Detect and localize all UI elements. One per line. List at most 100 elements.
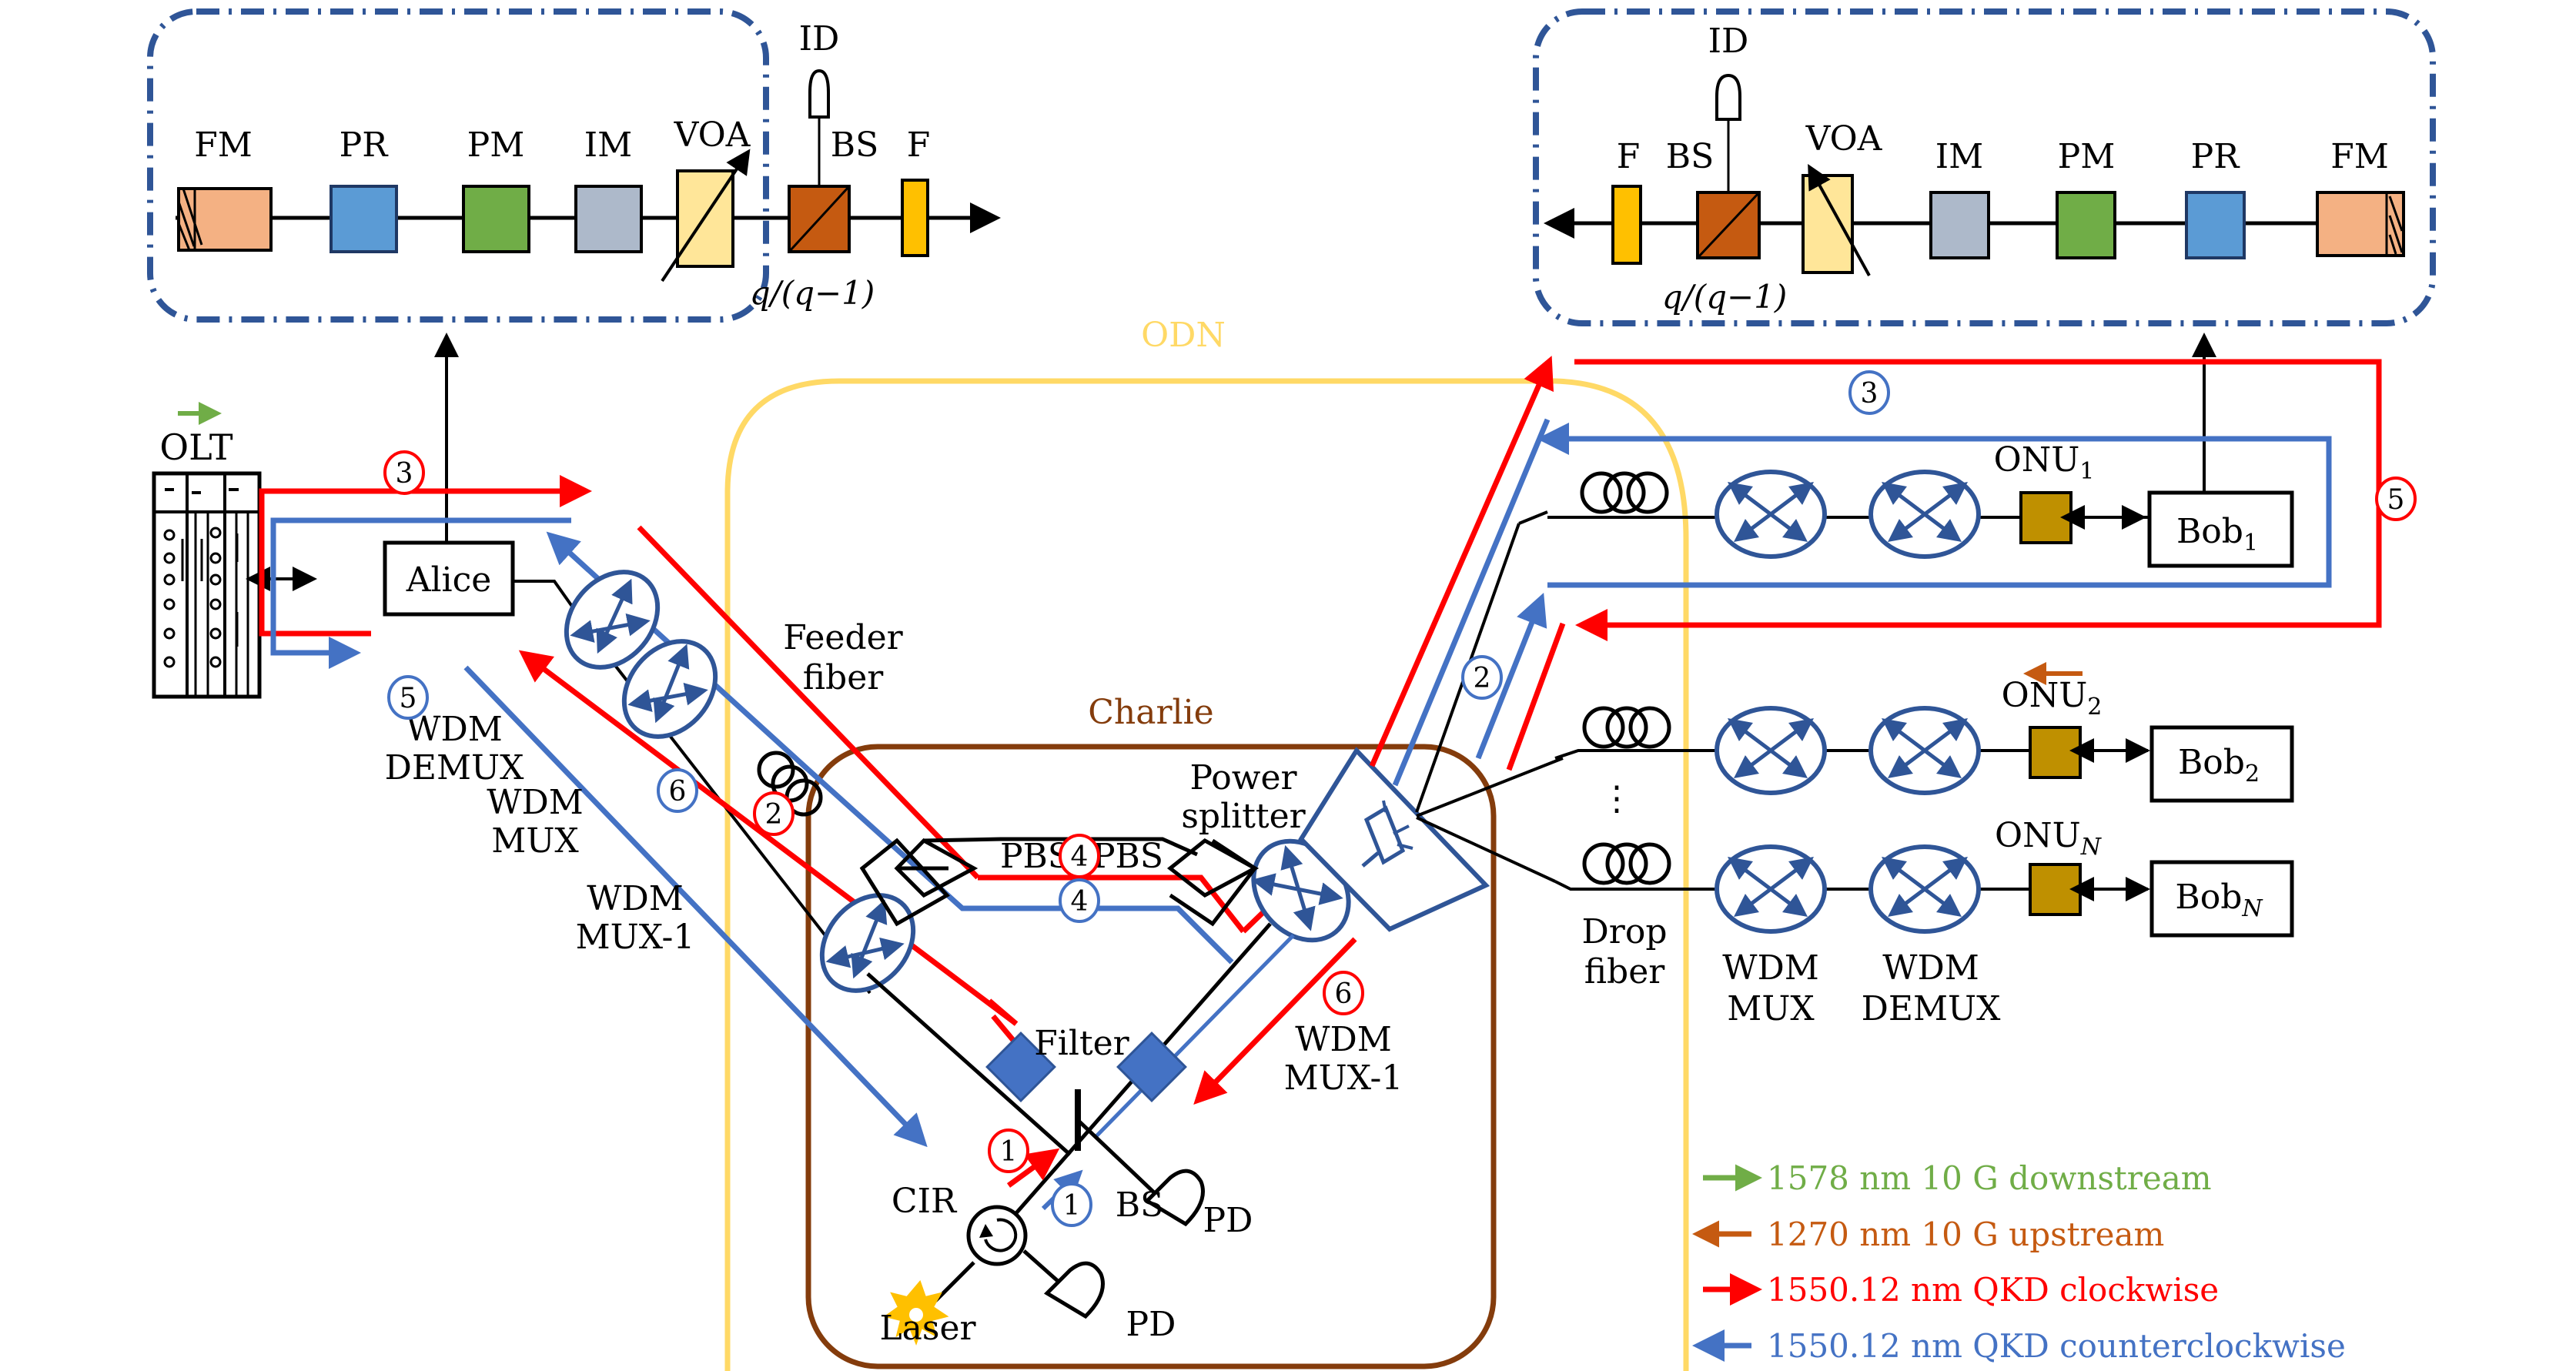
label-id: ID (1708, 22, 1749, 61)
label-wdm-demux: WDM (406, 710, 503, 749)
label-cir: CIR (892, 1182, 958, 1221)
wdm-mux1-left (819, 893, 916, 993)
label-filter: Filter (1034, 1024, 1129, 1063)
label-wdm-mux1-left: WDM (587, 879, 684, 918)
label-laser: Laser (879, 1309, 976, 1348)
label-alice: Alice (406, 560, 492, 600)
label-id: ID (799, 19, 840, 59)
charlie-boundary (805, 744, 1497, 1369)
marker-red-2: 2 (753, 791, 795, 836)
voa-box (1802, 174, 1854, 274)
label-bob: Bob1 (2176, 512, 2258, 557)
bob-box (2147, 490, 2294, 568)
onu-box (2029, 726, 2082, 779)
label-olt: OLT (159, 426, 233, 468)
marker-blue-1: 1 (1051, 1182, 1092, 1227)
legend: 1578 nm 10 G downstream 1270 nm 10 G ups… (1692, 1159, 2346, 1365)
label-voa: VOA (1805, 119, 1883, 159)
ellipsis: ⋮ (1600, 779, 1634, 818)
label-bs: BS (831, 125, 878, 165)
label-pbs-right: PBS (1092, 837, 1163, 876)
label-fm: FM (194, 125, 253, 165)
svg-text:1: 1 (1063, 1190, 1081, 1222)
alice-module: FM PR PM IM VOA BS F ID q/(q−1) (147, 8, 1001, 323)
label-power-splitter-2: splitter (1181, 797, 1306, 836)
marker-red-6: 6 (1323, 971, 1364, 1015)
svg-text:2: 2 (1474, 663, 1491, 694)
label-voa: VOA (674, 115, 751, 155)
id-detector-icon (1715, 73, 1741, 121)
onu-row-n: ONUN BobN (1554, 816, 2294, 938)
pm-box (462, 185, 530, 253)
label-im: IM (584, 125, 632, 165)
wdm-demux-left (564, 570, 661, 670)
bob-module: F BS VOA IM PM PR FM ID q/(q−1) (1533, 8, 2436, 326)
svg-text:3: 3 (396, 458, 413, 490)
label-pr: PR (2191, 137, 2241, 176)
label-wdm-demux-right: WDM (1882, 948, 1979, 988)
wdm-mux-left (621, 639, 718, 739)
svg-text:1550.12 nm QKD counterclockwis: 1550.12 nm QKD counterclockwise (1767, 1327, 2346, 1365)
svg-text:1270 nm 10 G upstream: 1270 nm 10 G upstream (1767, 1216, 2164, 1253)
onu-row-2: ONU2 Bob2 (1554, 662, 2294, 803)
marker-blue-5: 5 (387, 675, 429, 720)
marker-blue-2: 2 (1461, 655, 1503, 700)
label-wdm-mux1-right: WDM (1295, 1020, 1392, 1059)
id-detector-icon (808, 69, 830, 119)
pbs-left (859, 838, 979, 927)
label-onu: ONU1 (1994, 440, 2095, 485)
onu-box (2029, 863, 2082, 916)
filter-left (985, 1032, 1056, 1102)
label-f: F (1617, 137, 1641, 176)
label-bob: Bob2 (2178, 743, 2260, 787)
label-ratio: q/(q−1) (750, 274, 875, 312)
label-wdm-demux-right-2: DEMUX (1862, 989, 2002, 1028)
f-box (1611, 185, 1642, 265)
label-wdm-mux: WDM (487, 783, 584, 822)
svg-text:2: 2 (765, 799, 783, 831)
label-pm: PM (467, 125, 525, 165)
marker-blue-3: 3 (1848, 370, 1890, 415)
pm-box (2056, 191, 2116, 259)
label-onu: ONUN (1995, 816, 2103, 861)
label-power-splitter: Power (1189, 758, 1297, 798)
label-pr: PR (340, 125, 390, 165)
svg-text:5: 5 (2387, 484, 2405, 516)
label-fm: FM (2330, 137, 2389, 176)
label-pm: PM (2058, 137, 2116, 176)
label-pd-2: PD (1126, 1305, 1176, 1344)
fm-box (2316, 191, 2405, 257)
label-drop-fiber: Drop (1582, 912, 1668, 951)
svg-text:6: 6 (669, 776, 687, 808)
svg-text:1550.12 nm QKD clockwise: 1550.12 nm QKD clockwise (1767, 1271, 2219, 1309)
label-ratio: q/(q−1) (1662, 278, 1788, 316)
svg-text:4: 4 (1071, 886, 1089, 918)
olt-rack (152, 471, 262, 699)
svg-text:3: 3 (1861, 378, 1878, 410)
label-wdm-mux-right: WDM (1722, 948, 1819, 988)
label-wdm-demux-2: DEMUX (385, 748, 525, 787)
label-im: IM (1935, 137, 1983, 176)
label-feeder-fiber-2: fiber (803, 658, 885, 697)
label-wdm-mux-right-2: MUX (1727, 989, 1815, 1028)
marker-red-3: 3 (383, 450, 425, 495)
svg-text:1578 nm 10 G downstream: 1578 nm 10 G downstream (1767, 1159, 2212, 1197)
im-box (574, 185, 643, 253)
svg-text:6: 6 (1335, 978, 1353, 1010)
label-onu: ONU2 (2002, 676, 2103, 721)
label-wdm-mux-2: MUX (491, 821, 579, 861)
marker-red-1: 1 (988, 1129, 1029, 1173)
svg-text:1: 1 (1000, 1136, 1018, 1168)
label-odn: ODN (1141, 316, 1226, 355)
filter-right (1116, 1032, 1187, 1102)
alice-box (383, 540, 515, 617)
f-box (901, 179, 929, 257)
label-drop-fiber-2: fiber (1584, 952, 1666, 991)
legend-item-counterclockwise: 1550.12 nm QKD counterclockwise (1692, 1327, 2346, 1365)
marker-blue-6: 6 (657, 768, 698, 813)
marker-red-4: 4 (1059, 834, 1100, 878)
bob-box (2149, 725, 2294, 803)
label-f: F (907, 125, 931, 165)
svg-text:4: 4 (1071, 841, 1089, 873)
